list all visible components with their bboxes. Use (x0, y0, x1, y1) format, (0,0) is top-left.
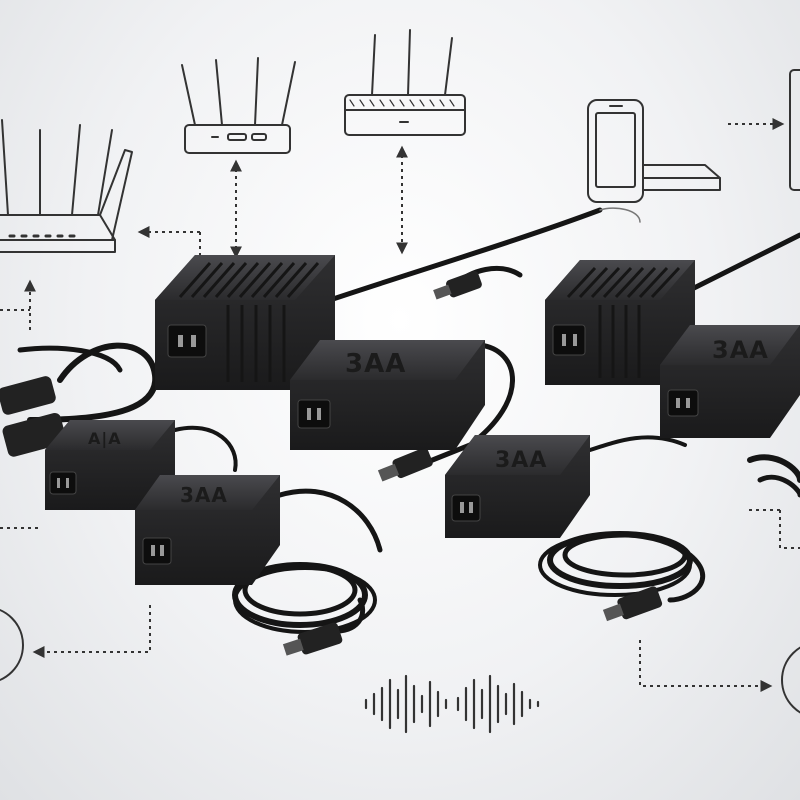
circle-device-icon-right (781, 646, 800, 714)
phone-icon (587, 99, 644, 203)
router-small-icon (344, 29, 466, 136)
power-adapter-5: A|A (45, 420, 175, 510)
monitor-icon (789, 69, 800, 191)
sound-wave-icon (364, 674, 540, 734)
adapter-label: 3AA (495, 448, 547, 473)
router-five-antenna-icon (0, 119, 133, 253)
power-adapter-3 (545, 260, 695, 385)
power-adapter-7: 3AA (445, 435, 590, 538)
power-adapter-4: 3AA (660, 325, 800, 438)
adapter-label: 3AA (712, 336, 769, 364)
barrel-plugs (0, 271, 663, 656)
adapter-label: 3AA (345, 349, 406, 379)
power-adapter-6: 3AA (135, 475, 280, 585)
connector-arrows (0, 118, 800, 692)
adapter-label: A|A (88, 429, 122, 449)
laptop-icon (642, 164, 721, 191)
power-adapter-2: 3AA (290, 340, 485, 450)
circle-device-icon (0, 609, 24, 681)
router-four-antenna-icon (181, 57, 296, 154)
power-adapter-1 (155, 255, 335, 390)
adapter-label: 3AA (180, 483, 228, 507)
